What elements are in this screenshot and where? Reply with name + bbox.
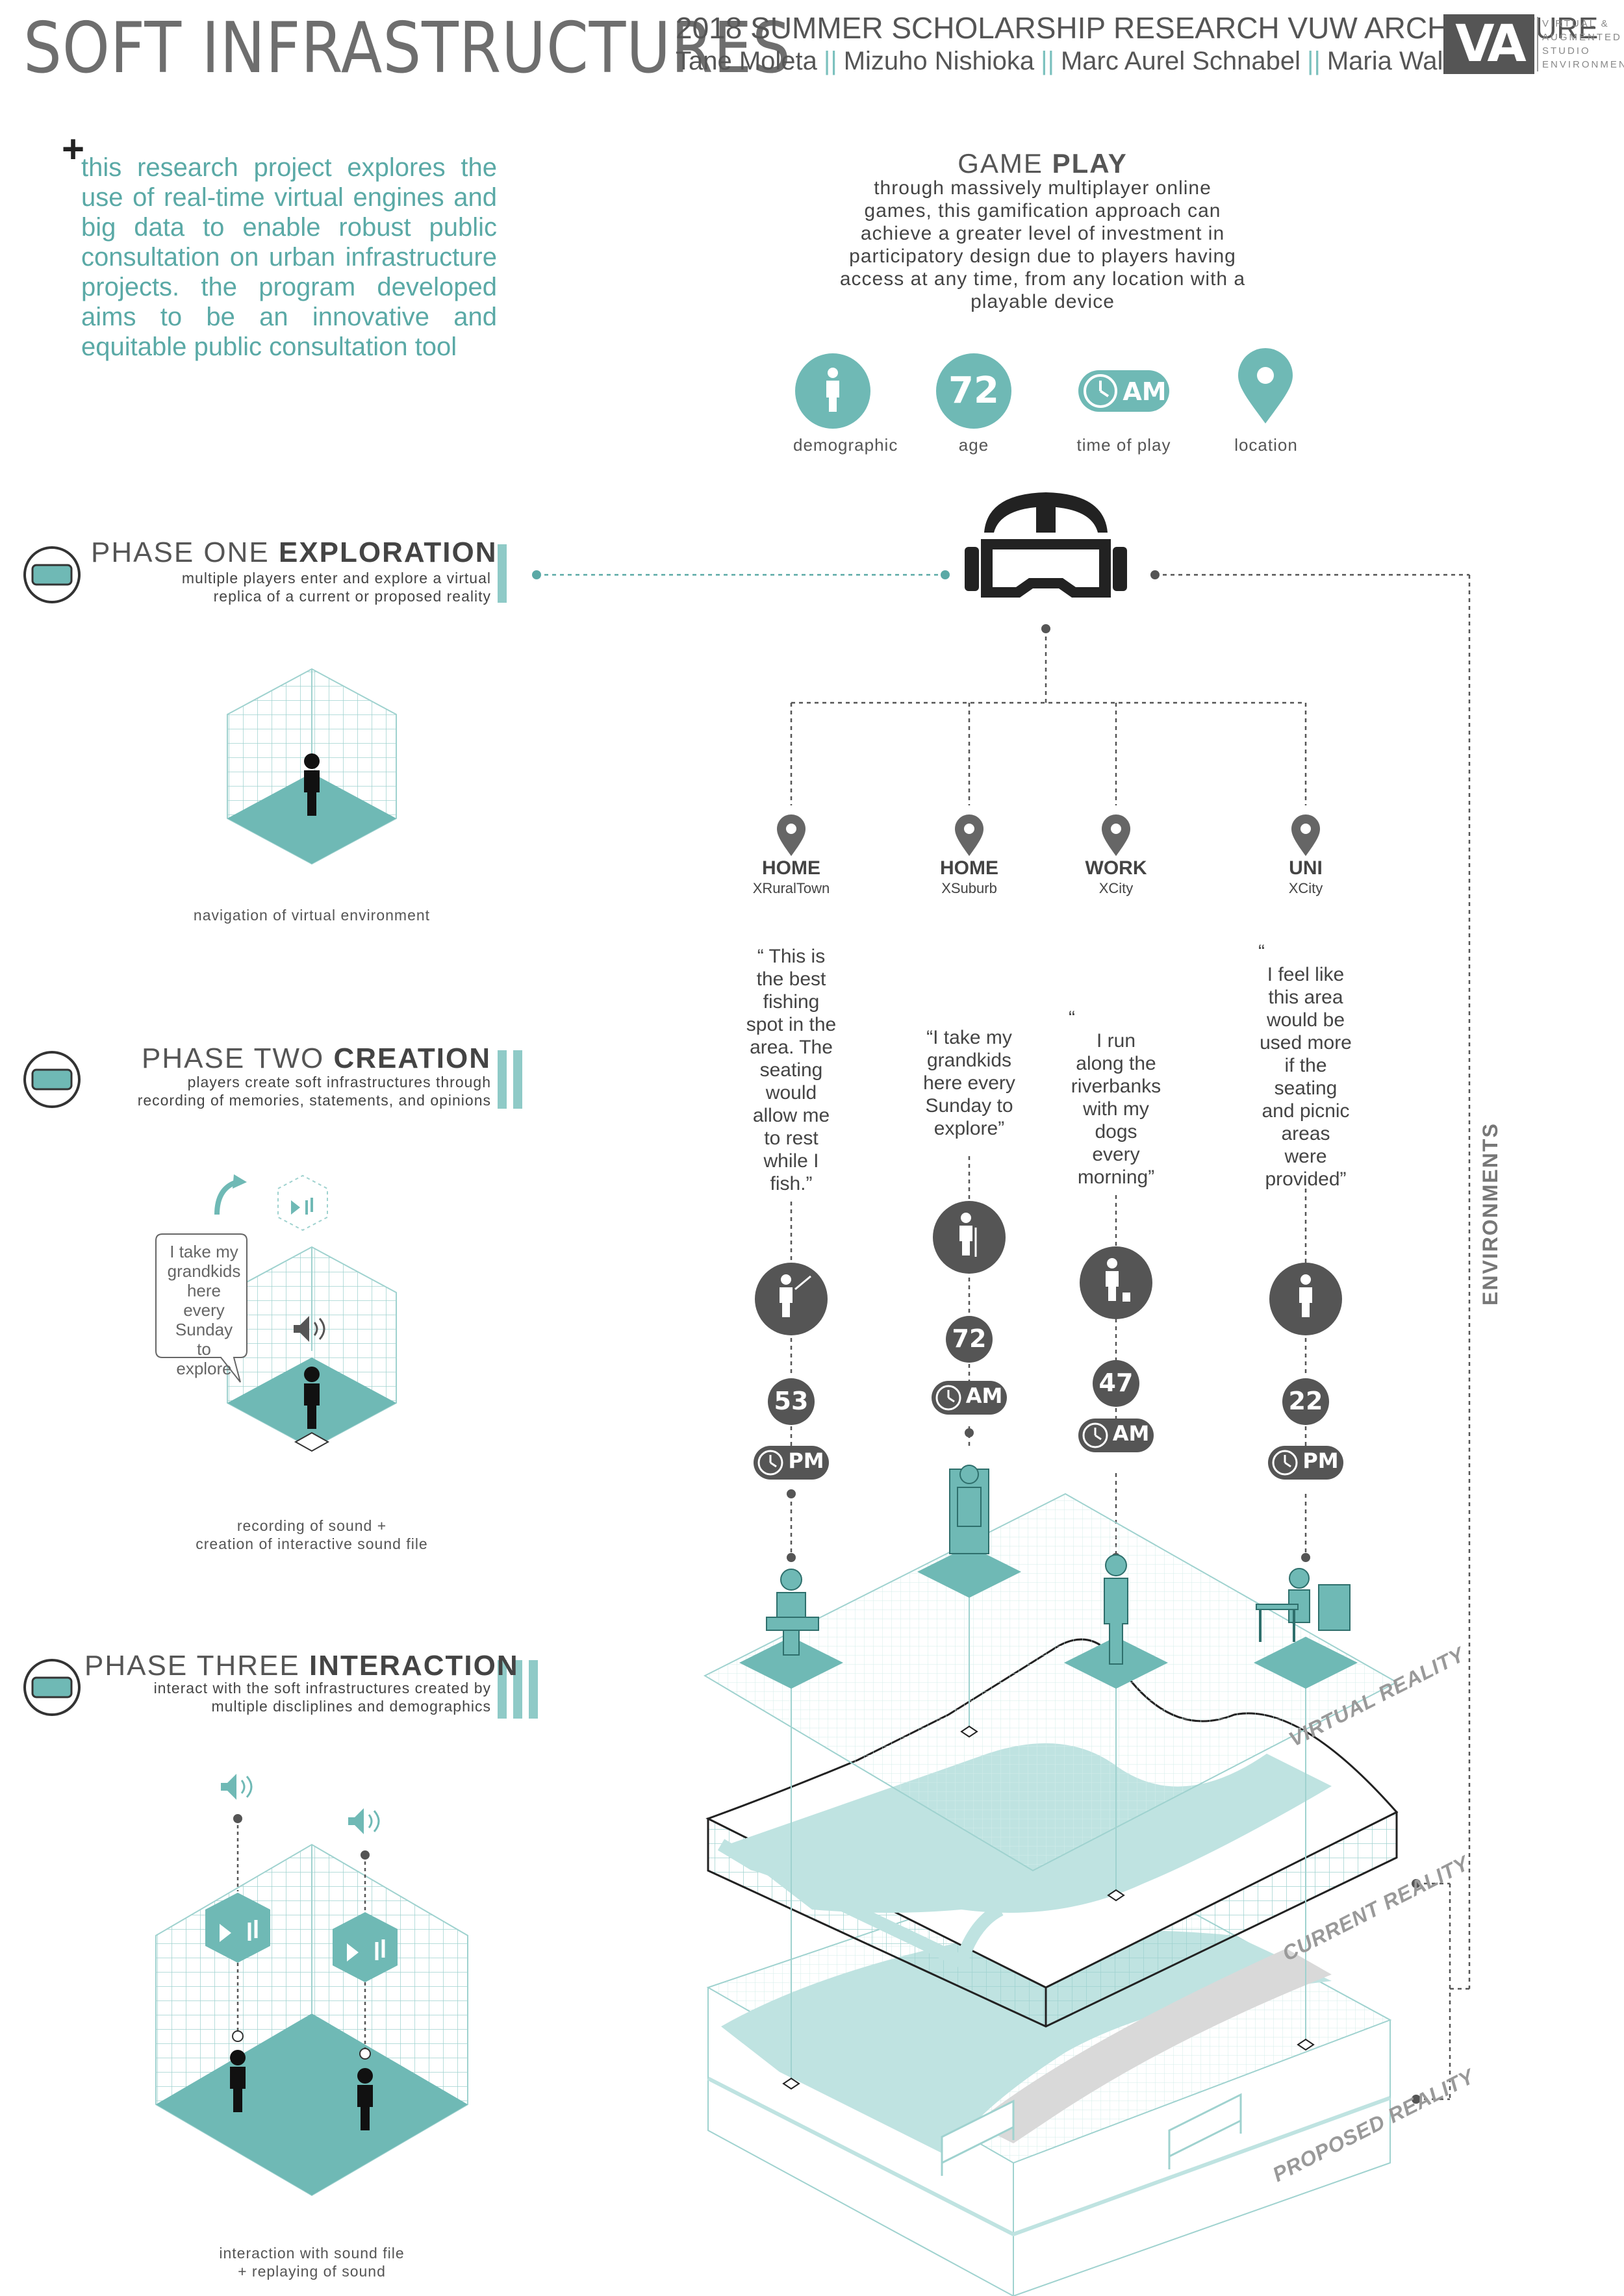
person-glyph	[780, 1213, 1312, 1317]
game-play-title: GAME PLAY	[958, 148, 1128, 179]
game-play-text: through massively multiplayer online gam…	[839, 177, 1246, 312]
player-location: WORK	[1085, 857, 1147, 879]
phase-two-subtitle: players create soft infrastructures thro…	[137, 1074, 491, 1109]
player-location: UNI	[1289, 857, 1323, 879]
author-separator: ||	[823, 47, 837, 75]
player-icon	[755, 1201, 1342, 1335]
time-value: PM	[1302, 1448, 1339, 1473]
author-name: Mizuho Nishioka	[843, 47, 1035, 75]
vr-user-icon	[23, 546, 81, 1716]
phase-three-subtitle: interact with the soft infrastructures c…	[153, 1680, 491, 1715]
exploration-cube	[227, 668, 397, 865]
intro-paragraph: this research project explores the use o…	[81, 153, 497, 361]
author-name: Tane Moleta	[676, 47, 817, 75]
logo-line: ENVIRONMENT	[1542, 59, 1624, 70]
speech-bubble: I take my grandkids here every Sunday to…	[167, 1242, 241, 1378]
player-place: XRuralTown	[752, 880, 830, 896]
player-quote: “ This is the best fishing spot in the a…	[746, 946, 837, 1194]
creation-cube	[155, 1174, 397, 1452]
phase-three-title: PHASE THREE INTERACTION	[84, 1650, 519, 1682]
player-location: HOME	[762, 857, 820, 879]
player-figure	[766, 1465, 1351, 1665]
phase-numeral	[498, 544, 538, 1719]
phase-two-caption: recording of sound + creation of interac…	[196, 1517, 428, 1552]
icon-label-age: age	[958, 435, 989, 455]
logo-mark: VA	[1455, 15, 1526, 73]
age-value: 72	[948, 370, 999, 412]
player-location: HOME	[940, 857, 998, 879]
age-badge	[768, 1316, 1329, 1425]
player-quote: “ I run along the riverbanks with my dog…	[1069, 1007, 1161, 1188]
time-value: AM	[1123, 377, 1166, 406]
phase-three-caption: interaction with sound file + replaying …	[219, 2245, 405, 2280]
age-badge: 72	[936, 353, 1011, 429]
player-place: XSuburb	[941, 880, 997, 896]
logo-line: AUGMENTED	[1542, 32, 1622, 43]
player-quote: “I take my grandkids here every Sunday t…	[923, 1027, 1015, 1139]
icon-label-location: location	[1234, 435, 1298, 455]
logo-acronym: VIRTUAL & AUGMENTED STUDIO ENVIRONMENT	[1537, 17, 1624, 71]
icon-label-time: time of play	[1076, 435, 1171, 455]
player-place: XCity	[1288, 880, 1323, 896]
location-pin-icon	[1238, 348, 1293, 423]
phase-one-caption: navigation of virtual environment	[193, 907, 431, 924]
age-value: 53	[774, 1387, 809, 1415]
location-pin-icon	[777, 814, 1320, 856]
poster-title: SOFT INFRASTRUCTURES	[23, 8, 791, 89]
clock-am-icon: AM	[1078, 370, 1169, 412]
plus-icon: +	[62, 127, 85, 171]
connector-lines	[790, 574, 1471, 2100]
virtual-reality-layer	[703, 1493, 1399, 1872]
author-separator: ||	[1041, 47, 1054, 75]
player-place: XCity	[1098, 880, 1134, 896]
environments-label: ENVIRONMENTS	[1478, 1122, 1502, 1306]
phase-one-subtitle: multiple players enter and explore a vir…	[181, 570, 491, 605]
interaction-room	[155, 1774, 468, 2197]
time-value: AM	[1112, 1421, 1150, 1446]
time-value: AM	[965, 1383, 1003, 1408]
age-value: 22	[1288, 1387, 1323, 1415]
anchor-marker	[782, 1725, 1315, 2090]
logo-line: VIRTUAL &	[1542, 18, 1610, 29]
studio-logo: VA	[1443, 14, 1534, 74]
logo-line: STUDIO	[1542, 45, 1591, 57]
author-separator: ||	[1307, 47, 1321, 75]
vr-headset-icon	[965, 492, 1127, 598]
time-badge	[754, 1381, 1343, 1480]
phase-one-title: PHASE ONE EXPLORATION	[91, 536, 498, 568]
age-value: 47	[1098, 1369, 1134, 1397]
player-quote: “ I feel like this area would be used mo…	[1258, 941, 1352, 1190]
author-name: Marc Aurel Schnabel	[1060, 47, 1301, 75]
age-value: 72	[952, 1324, 987, 1353]
time-value: PM	[788, 1448, 824, 1473]
person-icon	[795, 353, 870, 429]
phase-two-title: PHASE TWO CREATION	[142, 1042, 491, 1074]
game-play-icon-row: 72 AM	[795, 348, 1293, 429]
bench-icon	[941, 2093, 1242, 2176]
